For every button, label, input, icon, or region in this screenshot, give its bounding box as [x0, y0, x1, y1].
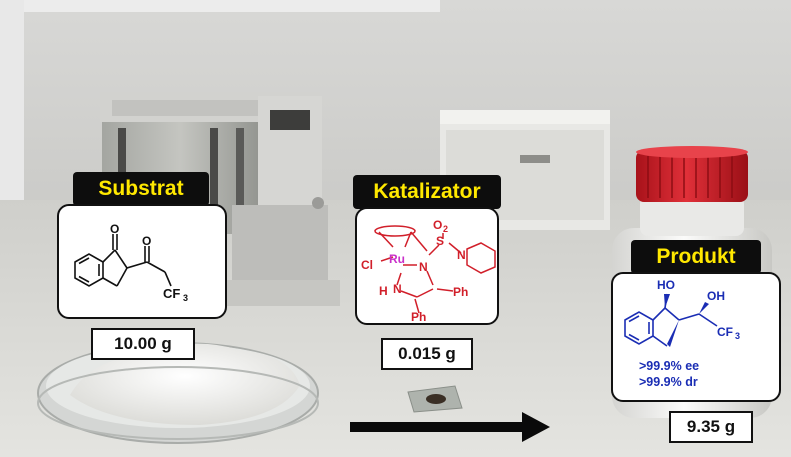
product-atom-cf3-subscript: 3	[735, 331, 740, 341]
catalyst-atom-h: H	[379, 284, 388, 298]
catalyst-atom-ph-bottom: Ph	[411, 310, 426, 323]
product-structure: HO OH CF 3 >99.9% ee >99.9% dr	[624, 278, 740, 389]
product-mass: 9.35 g	[669, 411, 753, 443]
substrate-atom-o-acyl: O	[142, 234, 151, 248]
substrate-atom-o-ketone: O	[110, 222, 119, 236]
product-dr: >99.9% dr	[639, 375, 698, 389]
catalyst-atom-n-sulfonyl: N	[457, 248, 466, 262]
catalyst-structure: O 2 S N Ru N Cl H N Ph Ph	[361, 218, 496, 323]
weighing-paper-with-dark-catalyst	[407, 385, 463, 413]
petri-dish-with-white-powder	[37, 342, 319, 444]
product-atom-ho: HO	[657, 278, 675, 292]
substrate-atom-cf3: CF	[163, 286, 180, 301]
product-title: Produkt	[631, 240, 761, 274]
catalyst-atom-ph-right: Ph	[453, 285, 468, 299]
substrate-structure: O O CF 3	[74, 222, 188, 303]
catalyst-structure-panel: O 2 S N Ru N Cl H N Ph Ph	[355, 207, 499, 325]
substrate-mass: 10.00 g	[91, 328, 195, 360]
product-ee: >99.9% ee	[639, 359, 699, 373]
substrate-title: Substrat	[73, 172, 209, 206]
catalyst-atom-s: S	[436, 234, 444, 248]
reaction-arrow	[350, 412, 550, 442]
catalyst-atom-o2-subscript: 2	[443, 224, 448, 234]
catalyst-card: Katalizator O 2	[353, 175, 501, 370]
substrate-atom-cf3-subscript: 3	[183, 293, 188, 303]
catalyst-title: Katalizator	[353, 175, 501, 209]
catalyst-atom-cl: Cl	[361, 258, 373, 272]
substrate-card: Substrat O O CF 3	[57, 170, 227, 360]
lab-device	[440, 110, 610, 230]
catalyst-atom-o2: O	[433, 218, 442, 232]
product-structure-panel: HO OH CF 3 >99.9% ee >99.9% dr	[611, 272, 781, 402]
catalyst-atom-ru: Ru	[389, 252, 405, 266]
product-atom-oh: OH	[707, 289, 725, 303]
catalyst-atom-n-amine: N	[393, 282, 402, 296]
substrate-structure-panel: O O CF 3	[57, 204, 227, 319]
product-card: Produkt HO OH CF 3 >99.9% ee >9	[611, 240, 781, 445]
product-atom-cf3: CF	[717, 325, 733, 339]
catalyst-atom-n-ring: N	[419, 260, 428, 274]
catalyst-mass: 0.015 g	[381, 338, 473, 370]
